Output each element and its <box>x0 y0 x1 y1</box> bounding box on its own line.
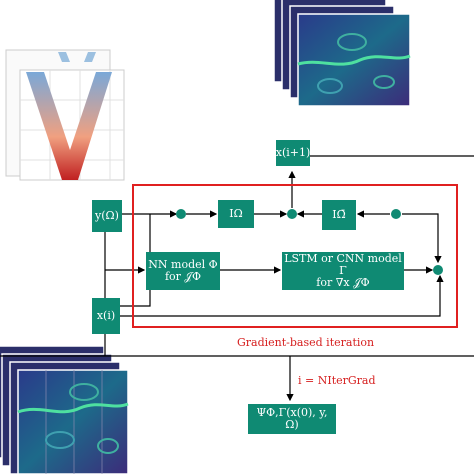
top-field-stack-image <box>273 0 411 107</box>
x-i-node: x(i) <box>92 298 120 334</box>
i-omega-bar-node: IΩ̄ <box>322 200 356 230</box>
output-node: ΨΦ,Γ(x(0), y, Ω) <box>248 404 336 434</box>
sum-junctions <box>176 209 443 275</box>
top-left-v-plot-image <box>5 49 125 181</box>
iteration-caption: Gradient-based iteration <box>237 336 375 349</box>
stop-condition-label: i = NIterGrad <box>298 374 376 387</box>
y-omega-node: y(Ω) <box>92 200 122 232</box>
gradient-iteration-frame <box>132 184 458 328</box>
bottom-field-stack-image <box>0 345 129 474</box>
x-next-node: x(i+1) <box>276 140 310 166</box>
nn-model-node: NN model Φ for 𝒥Φ <box>146 252 220 290</box>
lstm-cnn-model-node: LSTM or CNN model Γ for ∇x 𝒥Φ <box>282 252 404 290</box>
connector-lines <box>0 155 474 402</box>
i-omega-node: IΩ <box>218 200 254 228</box>
